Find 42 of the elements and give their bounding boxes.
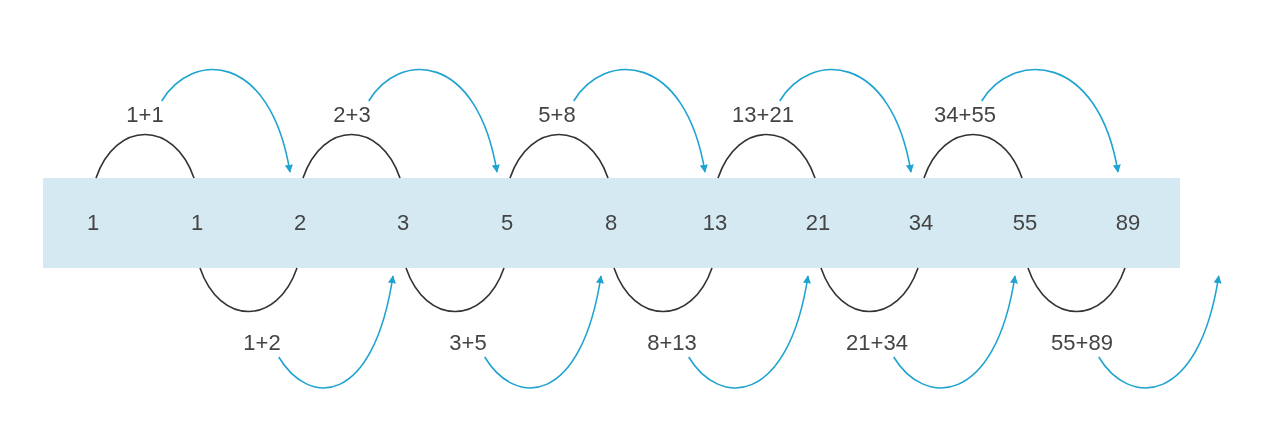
sequence-number: 3: [377, 178, 429, 268]
arc-connector: [820, 267, 919, 313]
curved-arrow: [160, 68, 293, 173]
sequence-number: 5: [481, 178, 533, 268]
sum-label: 13+21: [725, 101, 801, 129]
arc-connector: [1027, 267, 1126, 313]
sum-label: 3+5: [430, 329, 506, 357]
curved-arrow: [892, 275, 1018, 389]
sequence-number: 1: [67, 178, 119, 268]
arc-connector: [923, 133, 1023, 179]
curved-arrow: [572, 68, 708, 173]
sum-label: 8+13: [634, 329, 710, 357]
arc-connector: [302, 133, 401, 179]
arc-connector: [717, 133, 816, 179]
sum-label: 34+55: [927, 101, 1003, 129]
arc-connector: [199, 267, 298, 313]
sum-label: 1+1: [107, 101, 183, 129]
sequence-number: 89: [1102, 178, 1154, 268]
curved-arrow: [687, 275, 811, 389]
sum-label: 55+89: [1044, 329, 1120, 357]
curved-arrow: [367, 68, 500, 173]
curved-arrow: [483, 275, 604, 389]
sequence-number: 21: [792, 178, 844, 268]
arc-connector: [613, 267, 713, 313]
sum-label: 1+2: [224, 329, 300, 357]
number-band: [43, 178, 1180, 268]
curved-arrow: [1097, 275, 1222, 389]
sequence-number: 13: [689, 178, 741, 268]
sequence-number: 2: [274, 178, 326, 268]
sequence-number: 34: [895, 178, 947, 268]
curved-arrow: [778, 68, 914, 173]
sum-label: 5+8: [519, 101, 595, 129]
curved-arrow: [277, 275, 396, 389]
curved-arrow: [980, 68, 1121, 173]
arc-connector: [405, 267, 505, 313]
arc-connector: [509, 133, 609, 179]
sequence-number: 8: [585, 178, 637, 268]
sequence-number: 1: [171, 178, 223, 268]
sequence-number: 55: [999, 178, 1051, 268]
arc-connector: [95, 133, 195, 179]
sum-label: 2+3: [314, 101, 390, 129]
sum-label: 21+34: [839, 329, 915, 357]
